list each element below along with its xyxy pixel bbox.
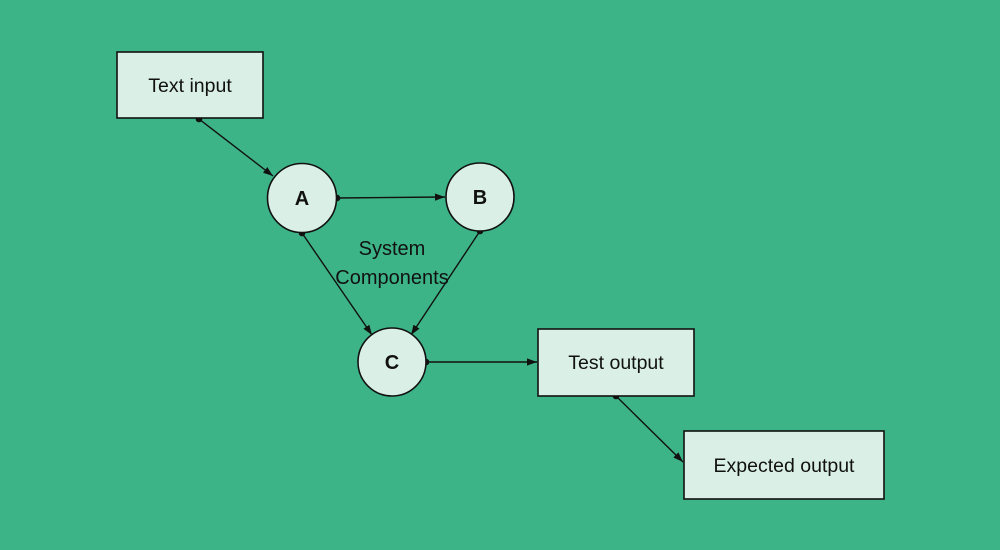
node-c-label: C — [385, 352, 399, 374]
node-c-shape — [357, 327, 427, 397]
node-expected-output-label: Expected output — [714, 455, 856, 477]
edge-test-output-to-expected-output — [615, 395, 684, 463]
node-expected-output-shape — [683, 430, 885, 500]
node-test-output-shape — [537, 328, 695, 397]
edge-b-to-c — [410, 230, 481, 336]
node-expected-output[interactable]: Expected output — [683, 430, 885, 500]
node-test-output[interactable]: Test output — [537, 328, 695, 397]
system-components-label: System Components — [335, 238, 448, 289]
node-text-input-shape — [116, 51, 264, 119]
node-c[interactable]: C — [357, 327, 427, 397]
edge-text-input-to-a — [198, 118, 274, 177]
edge-a-to-c — [301, 232, 373, 336]
node-text-input-label: Text input — [148, 75, 232, 97]
node-b-label: B — [473, 187, 487, 209]
node-a[interactable]: A — [266, 162, 338, 234]
system-components-line1: System — [359, 238, 426, 260]
system-components-line2: Components — [335, 267, 448, 289]
node-b[interactable]: B — [445, 162, 515, 232]
node-a-label: A — [295, 188, 309, 210]
node-test-output-label: Test output — [568, 352, 664, 374]
edge-a-to-b — [336, 193, 446, 201]
node-a-shape — [266, 162, 338, 234]
node-text-input[interactable]: Text input — [116, 51, 264, 119]
node-b-shape — [445, 162, 515, 232]
